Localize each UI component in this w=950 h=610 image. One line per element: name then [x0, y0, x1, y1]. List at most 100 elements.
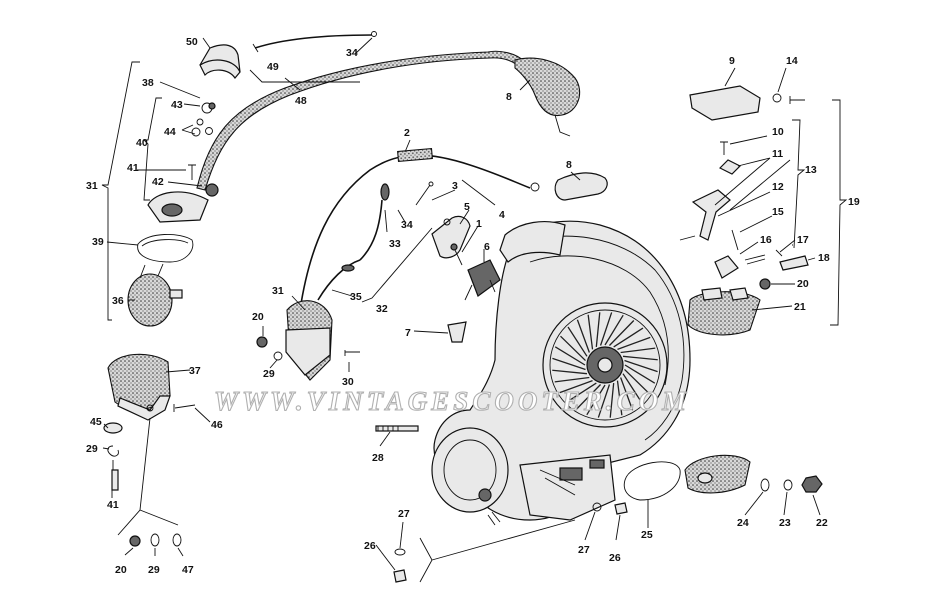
- gasket-25: [623, 461, 681, 501]
- label-42: 42: [152, 176, 164, 188]
- rubber-cover-9: [689, 85, 761, 121]
- label-48: 48: [295, 95, 307, 107]
- bulb-holder-36: [127, 263, 183, 327]
- label-6: 6: [484, 241, 490, 253]
- label-41-bottom: 41: [107, 499, 119, 511]
- label-31-center: 31: [272, 285, 284, 297]
- contact-breaker-part-6: [464, 259, 501, 301]
- label-27-right: 27: [578, 544, 590, 556]
- plug-7: [447, 321, 467, 343]
- label-20-center: 20: [252, 311, 264, 323]
- label-18: 18: [818, 252, 830, 264]
- fan-blade: [566, 382, 597, 403]
- fan-blade: [560, 335, 586, 362]
- label-17: 17: [797, 234, 809, 246]
- label-34-top: 34: [346, 47, 358, 59]
- coil-37: [107, 353, 171, 421]
- fan-blade: [622, 355, 658, 361]
- terminal-cap-39-group: [137, 191, 209, 263]
- fan-blade: [616, 380, 623, 416]
- washers-22-24: [760, 475, 823, 493]
- fan-blade: [587, 314, 594, 350]
- label-23: 23: [779, 517, 791, 529]
- label-35: 35: [350, 291, 362, 303]
- fan-blade: [624, 364, 656, 384]
- fan-blade: [559, 380, 593, 394]
- fan-blade: [617, 336, 651, 350]
- fan-blade: [576, 319, 590, 353]
- label-39: 39: [92, 236, 104, 248]
- label-5: 5: [464, 201, 470, 213]
- label-45: 45: [90, 416, 102, 428]
- condenser-part-5: [431, 215, 471, 259]
- label-50: 50: [186, 36, 198, 48]
- label-40: 40: [136, 137, 148, 149]
- fan-blade: [613, 327, 644, 348]
- fan-blade: [552, 369, 588, 375]
- ignition-cable: [299, 147, 608, 311]
- label-4: 4: [499, 209, 505, 221]
- label-26-right: 26: [609, 552, 621, 564]
- label-38: 38: [142, 77, 154, 89]
- label-20-right: 20: [797, 278, 809, 290]
- fan-blade: [554, 346, 586, 366]
- base-plate-21: [687, 287, 761, 336]
- fan-blade: [567, 326, 588, 357]
- label-2: 2: [404, 127, 410, 139]
- screw-3: [415, 181, 434, 206]
- label-21: 21: [794, 301, 806, 313]
- screw-1: [450, 243, 463, 266]
- label-26-left: 26: [364, 540, 376, 552]
- label-29-left: 29: [86, 443, 98, 455]
- label-28: 28: [372, 452, 384, 464]
- label-30: 30: [342, 376, 354, 388]
- label-25: 25: [641, 529, 653, 541]
- fan-blade: [575, 384, 602, 410]
- label-16: 16: [760, 234, 772, 246]
- label-47: 47: [182, 564, 194, 576]
- fan-blade: [597, 384, 611, 418]
- flywheel-fan-blades: [552, 312, 658, 418]
- engine-crankcase: [431, 220, 691, 526]
- stud-28: [375, 425, 419, 432]
- label-19: 19: [848, 196, 860, 208]
- label-3: 3: [452, 180, 458, 192]
- label-49: 49: [267, 61, 279, 73]
- label-15: 15: [772, 206, 784, 218]
- label-37: 37: [189, 365, 201, 377]
- label-29-bottom: 29: [148, 564, 160, 576]
- label-8-mid: 8: [566, 159, 572, 171]
- fan-blade: [599, 312, 613, 346]
- hightension-lead: [196, 31, 581, 197]
- label-31-left: 31: [86, 180, 98, 192]
- fan-blade: [622, 373, 643, 404]
- label-32: 32: [376, 303, 388, 315]
- fan-blade: [620, 377, 634, 411]
- bolt-26-27: [393, 502, 628, 583]
- fan-blade: [624, 359, 658, 373]
- left-small-hardware: [103, 102, 216, 547]
- label-1: 1: [476, 218, 482, 230]
- label-11: 11: [772, 148, 783, 160]
- fan-blade: [586, 384, 606, 416]
- watermark: WWW.VINTAGESCOOTER.COM: [214, 386, 690, 416]
- fan-blade: [552, 357, 586, 371]
- label-43: 43: [171, 99, 183, 111]
- fan-blade: [609, 382, 615, 418]
- label-27-left: 27: [398, 508, 410, 520]
- label-46: 46: [211, 419, 223, 431]
- fan-blade: [595, 312, 601, 348]
- fan-blade: [620, 347, 656, 354]
- ignition-coil-31: [256, 183, 390, 381]
- label-12: 12: [772, 181, 784, 193]
- label-7: 7: [405, 327, 411, 339]
- label-34-mid: 34: [401, 219, 413, 231]
- label-24: 24: [737, 517, 749, 529]
- label-36: 36: [112, 295, 124, 307]
- label-9: 9: [729, 55, 735, 67]
- label-14: 14: [786, 55, 798, 67]
- label-33: 33: [389, 238, 401, 250]
- label-29-center: 29: [263, 368, 275, 380]
- label-22: 22: [816, 517, 828, 529]
